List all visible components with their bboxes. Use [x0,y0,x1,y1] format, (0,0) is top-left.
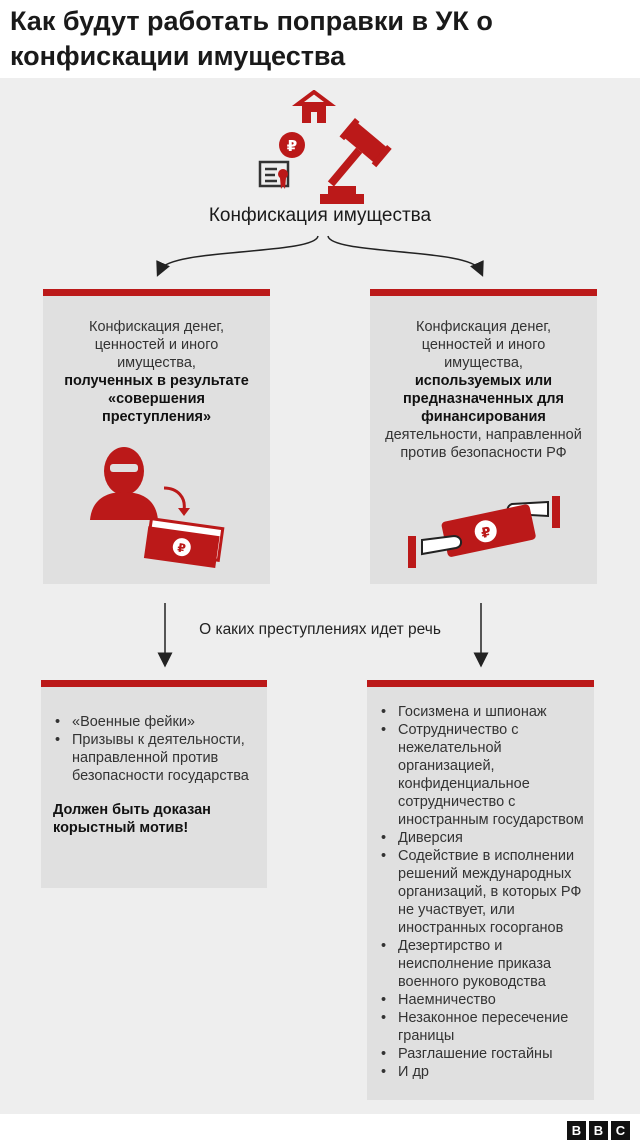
center-label: Конфискация имущества [208,205,432,226]
crimes-list-proceeds: «Военные фейки» Призывы к деятельности, … [41,680,267,888]
bbc-logo-letter: C [611,1121,630,1140]
box-text-bold: используемых или предназначенных для фин… [403,373,564,425]
list-item: Диверсия [379,829,584,847]
category-box-financing: Конфискация денег, ценностей и иного иму… [370,289,597,584]
list-item: Содействие в исполнении решений междунар… [379,847,584,937]
crimes-list: «Военные фейки» Призывы к деятельности, … [53,713,253,785]
money-icon: ₽ [143,516,225,569]
house-icon [292,90,336,123]
bbc-logo-letter: B [567,1121,586,1140]
list-item: Сотрудничество с нежелательной организац… [379,721,584,829]
document-icon [258,160,290,189]
crimes-list: Госизмена и шпионаж Сотрудничество с неж… [379,703,584,1081]
category-box-proceeds: Конфискация денег, ценностей и иного иму… [43,289,270,584]
gavel-icon [320,117,392,204]
list-item: Разглашение гостайны [379,1045,584,1063]
list-item: И др [379,1063,584,1081]
page-title: Как будут работать поправки в УК о конфи… [10,6,493,71]
masked-person-icon: ₽ [90,447,225,569]
list-item: Наемничество [379,991,584,1009]
svg-text:₽: ₽ [177,541,187,556]
list-item: Незаконное пересечение границы [379,1009,584,1045]
box-text: деятельности, направленной против безопа… [385,427,582,461]
list-item: Госизмена и шпионаж [379,703,584,721]
list-item: Дезертирство и неисполнение приказа воен… [379,937,584,991]
box-text: Конфискация денег, ценностей и иного иму… [89,319,224,371]
bbc-logo-letter: B [589,1121,608,1140]
list-item: «Военные фейки» [53,713,253,731]
bbc-logo: B B C [567,1121,630,1140]
crimes-list-financing: Госизмена и шпионаж Сотрудничество с неж… [367,680,594,1100]
svg-text:₽: ₽ [480,524,493,542]
motive-note: Должен быть доказан корыстный мотив! [53,802,211,836]
confiscation-icons: ₽ [258,90,392,204]
hands-exchange-icon: ₽ [408,496,560,568]
crimes-question-label: О каких преступлениях идет речь [199,621,441,638]
list-item: Призывы к деятельности, направленной про… [53,731,253,785]
box-text: Конфискация денег, ценностей и иного иму… [416,319,551,371]
box-text-bold: полученных в результате «совершения прес… [64,373,249,425]
svg-text:₽: ₽ [287,137,297,155]
ruble-coin-icon: ₽ [279,132,305,158]
